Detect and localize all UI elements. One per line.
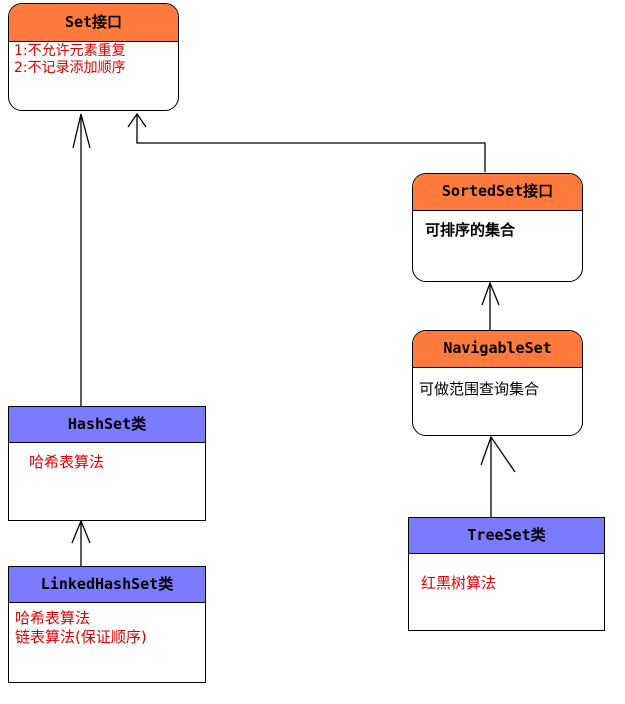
- treeset-class-body: 红黑树算法: [409, 554, 604, 593]
- sortedset-interface-box: SortedSet接口 可排序的集合: [412, 173, 583, 282]
- treeset-to-navigable-arrowhead: [480, 435, 516, 473]
- sortedset-to-set-arrowhead: [127, 112, 147, 128]
- linkedhashset-class-title: LinkedHashSet类: [9, 567, 205, 603]
- hashset-to-set-arrowhead: [72, 113, 91, 149]
- sortedset-to-set-line: [136, 114, 486, 172]
- set-interface-box: Set接口 1:不允许元素重复 2:不记录添加顺序: [8, 3, 179, 111]
- hashset-class-box: HashSet类 哈希表算法: [8, 406, 206, 521]
- treeset-class-box: TreeSet类 红黑树算法: [408, 517, 605, 631]
- linkedhashset-class-body: 哈希表算法 链表算法(保证顺序): [9, 603, 205, 647]
- navigableset-interface-line-1: 可做范围查询集合: [419, 380, 540, 398]
- set-interface-body: 1:不允许元素重复 2:不记录添加顺序: [9, 42, 178, 77]
- navigableset-interface-box: NavigableSet 可做范围查询集合: [412, 330, 583, 436]
- set-interface-line-1: 1:不允许元素重复: [14, 43, 126, 59]
- linkedhashset-class-line-1: 哈希表算法: [15, 609, 91, 627]
- navigableset-interface-title: NavigableSet: [413, 331, 582, 368]
- hashset-class-title: HashSet类: [9, 407, 205, 443]
- navigable-to-sortedset-arrowhead: [481, 281, 500, 306]
- linkedhashset-class-line-2: 链表算法(保证顺序): [15, 628, 147, 646]
- treeset-class-line-1: 红黑树算法: [421, 574, 497, 592]
- set-interface-title: Set接口: [9, 4, 178, 42]
- hashset-class-line-1: 哈希表算法: [29, 453, 105, 471]
- hashset-class-body: 哈希表算法: [9, 443, 205, 472]
- sortedset-interface-title: SortedSet接口: [413, 174, 582, 211]
- navigableset-interface-body: 可做范围查询集合: [413, 368, 582, 399]
- linkedhashset-class-box: LinkedHashSet类 哈希表算法 链表算法(保证顺序): [8, 566, 206, 683]
- treeset-class-title: TreeSet类: [409, 518, 604, 554]
- sortedset-interface-line-1: 可排序的集合: [425, 221, 516, 239]
- linked-to-hashset-arrowhead: [71, 519, 91, 544]
- sortedset-interface-body: 可排序的集合: [413, 211, 582, 240]
- set-interface-line-2: 2:不记录添加顺序: [14, 60, 126, 76]
